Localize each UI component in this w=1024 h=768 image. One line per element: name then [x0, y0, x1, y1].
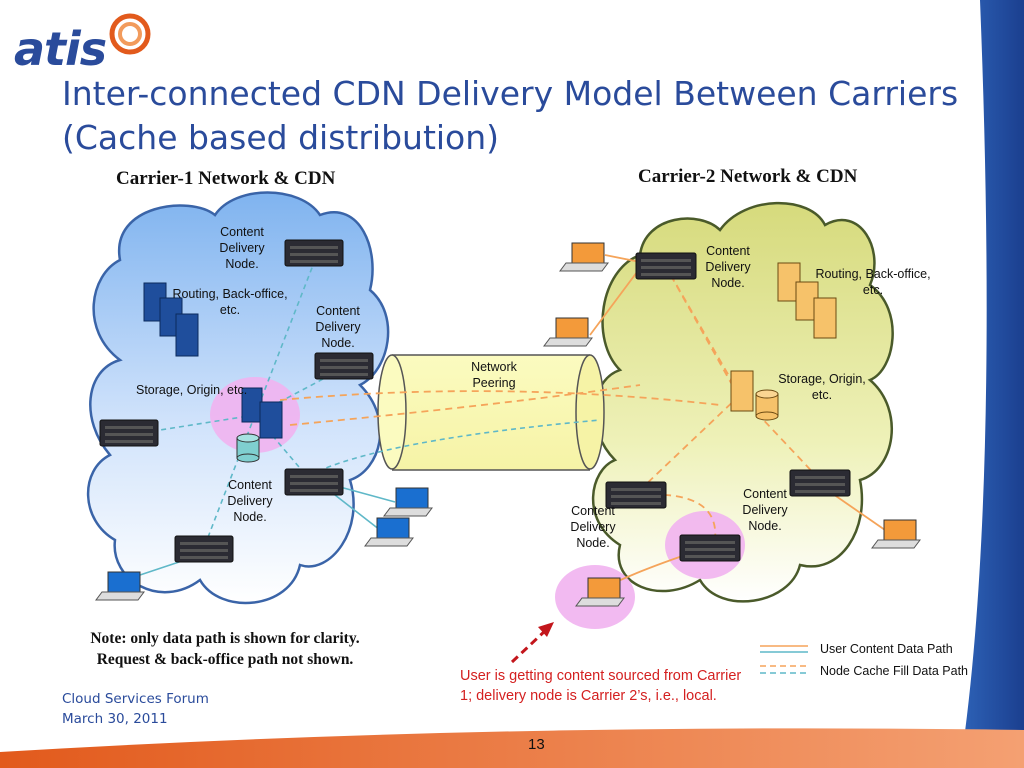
page-number: 13 [528, 736, 545, 753]
slide-title: Inter-connected CDN Delivery Model Betwe… [62, 72, 958, 160]
c1-cdn-bottom-label: Content Delivery Node. [227, 478, 273, 524]
server-icon [174, 535, 234, 563]
c1-cdn-top-label: Content Delivery Node. [219, 225, 265, 271]
laptop-icon [559, 242, 609, 272]
server-icon [635, 252, 697, 280]
server-icon [605, 481, 667, 509]
note-line-2: Request & back-office path not shown. [96, 651, 354, 668]
bottom-swoosh [0, 728, 1024, 768]
server-icon [789, 469, 851, 497]
server-icon [284, 468, 344, 496]
c1-routing-label: Routing, Back-office, etc. [172, 287, 288, 317]
laptop-icon [871, 519, 921, 549]
atis-logo-mark [109, 13, 151, 55]
orange-dashed-paths [279, 264, 821, 541]
routing-servers-icon [777, 262, 837, 339]
footer-event: Cloud Services Forum [62, 691, 209, 707]
server-icon [99, 419, 159, 447]
network-peering-label: Network Peering [471, 360, 517, 390]
server-icon [314, 352, 374, 380]
title-line-1: Inter-connected CDN Delivery Model Betwe… [62, 74, 959, 113]
atis-logo: atis [14, 22, 107, 76]
server-icon [284, 239, 344, 267]
server-icon [679, 534, 741, 562]
c2-storage-label: Storage, Origin, etc. [778, 372, 866, 402]
storage-servers-icon [241, 387, 283, 439]
laptop-icon [364, 517, 414, 547]
network-peering-pipe [377, 354, 605, 471]
footer-date: March 30, 2011 [62, 711, 168, 727]
side-band [960, 0, 1024, 768]
c1-cdn-right-label: Content Delivery Node. [315, 304, 361, 350]
note-line-1: Note: only data path is shown for clarit… [90, 630, 360, 647]
c2-cdn-top-label: Content Delivery Node. [705, 244, 751, 290]
teal-paths [159, 259, 601, 546]
red-arrow [510, 622, 554, 664]
c2-cdn-left-label: Content Delivery Node. [570, 504, 616, 550]
laptop-icon [95, 571, 145, 601]
carrier1-heading: Carrier-1 Network & CDN [116, 168, 336, 189]
database-icon [236, 433, 260, 463]
c1-storage-label: Storage, Origin, etc. [136, 383, 248, 397]
c2-routing-label: Routing, Back-office, etc. [815, 267, 931, 297]
clarity-note: Note: only data path is shown for clarit… [40, 628, 410, 670]
legend-user-content: User Content Data Path [820, 642, 953, 656]
footer: Cloud Services Forum March 30, 2011 [62, 689, 209, 729]
laptop-icon [575, 577, 625, 607]
carrier2-heading: Carrier-2 Network & CDN [638, 166, 858, 187]
legend-lines [760, 645, 808, 674]
user-callout: User is getting content sourced from Car… [460, 668, 742, 704]
title-line-2: (Cache based distribution) [62, 118, 500, 157]
laptop-icon [383, 487, 433, 517]
routing-servers-icon [143, 282, 199, 357]
database-icon [755, 389, 779, 421]
legend-cache-fill: Node Cache Fill Data Path [820, 664, 968, 678]
c2-cdn-right-label: Content Delivery Node. [742, 487, 788, 533]
laptop-icon [543, 317, 593, 347]
storage-servers-icon [730, 370, 754, 412]
